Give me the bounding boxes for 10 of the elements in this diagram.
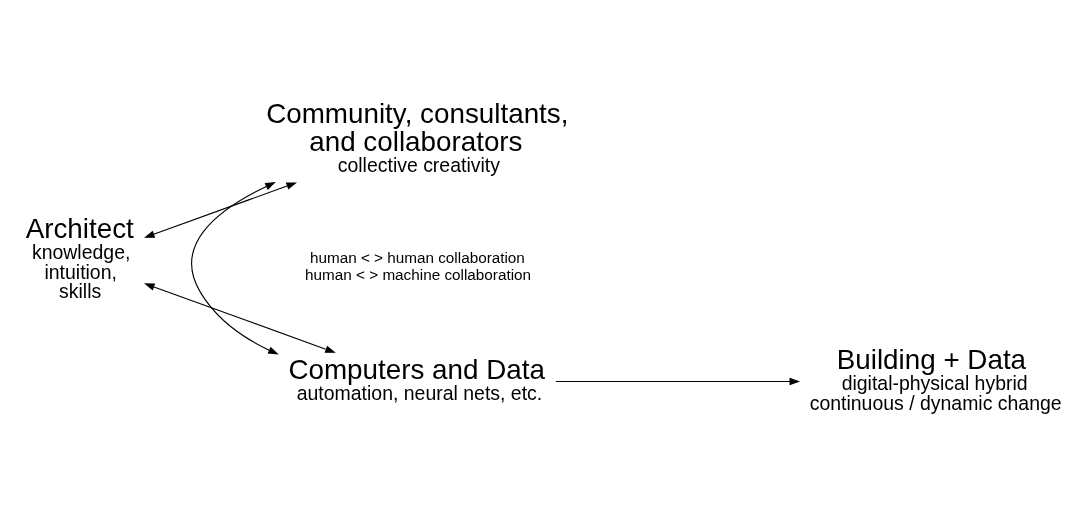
node-text: Community, consultants, and collaborators collective creativity bbox=[266, 97, 569, 176]
node-text: Architect knowledge, intuition, skills bbox=[25, 212, 134, 302]
arrow bbox=[191, 181, 279, 354]
node-text: Building + Data digital-physical hybrid continuous / dynamic change bbox=[809, 343, 1062, 414]
arrow bbox=[144, 181, 297, 238]
node-text: Computers and Data automation, neural nets, etc. bbox=[288, 353, 545, 404]
arrow bbox=[555, 377, 801, 385]
label: human < > human collaboration bbox=[309, 248, 525, 266]
label: human < > machine collaboration bbox=[305, 265, 532, 283]
arrow bbox=[144, 282, 336, 353]
